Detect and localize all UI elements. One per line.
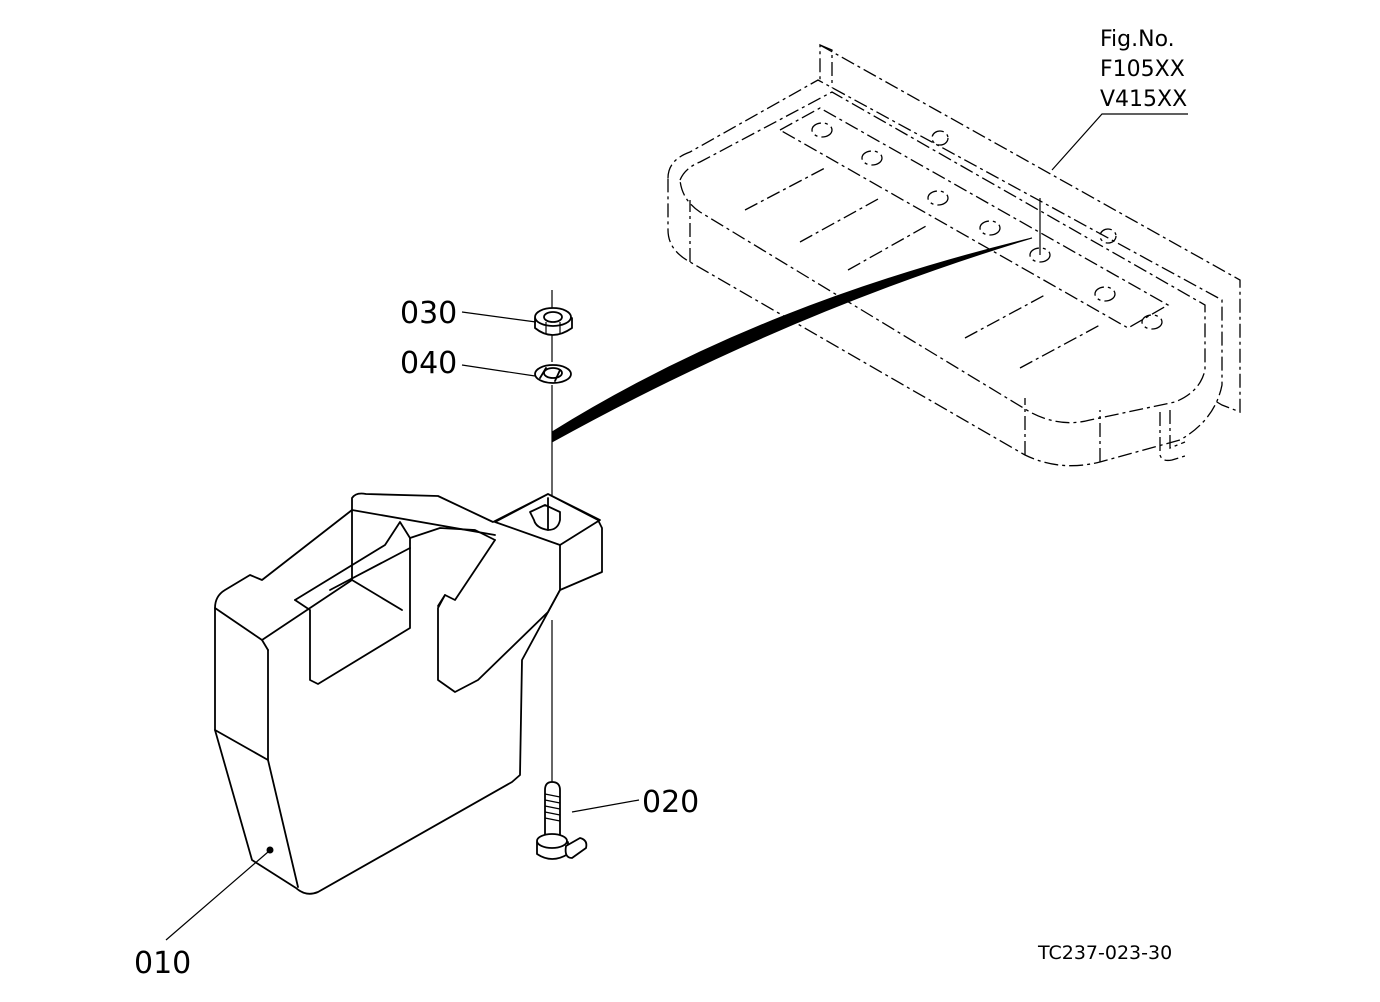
fig-model-v415xx: V415XX [1100, 87, 1187, 112]
spring-washer-part-040 [534, 364, 572, 384]
mounting-arrow [551, 237, 1033, 443]
part-label-020: 020 [642, 785, 699, 820]
front-bracket-phantom [667, 43, 1241, 467]
bracket-hole [811, 122, 1163, 330]
part-label-040: 040 [400, 346, 457, 381]
nut-part-030 [534, 307, 573, 336]
leader-lines [165, 113, 1188, 941]
front-weight-part-010 [214, 492, 603, 895]
bolt-part-020 [536, 781, 588, 860]
drawing-code: TC237-023-30 [1037, 942, 1172, 964]
part-label-010: 010 [134, 946, 191, 981]
part-label-030: 030 [400, 296, 457, 331]
part-010-marker-dot [266, 846, 274, 854]
fig-model-f105xx: F105XX [1100, 57, 1185, 82]
fig-no-label: Fig.No. [1100, 27, 1175, 52]
